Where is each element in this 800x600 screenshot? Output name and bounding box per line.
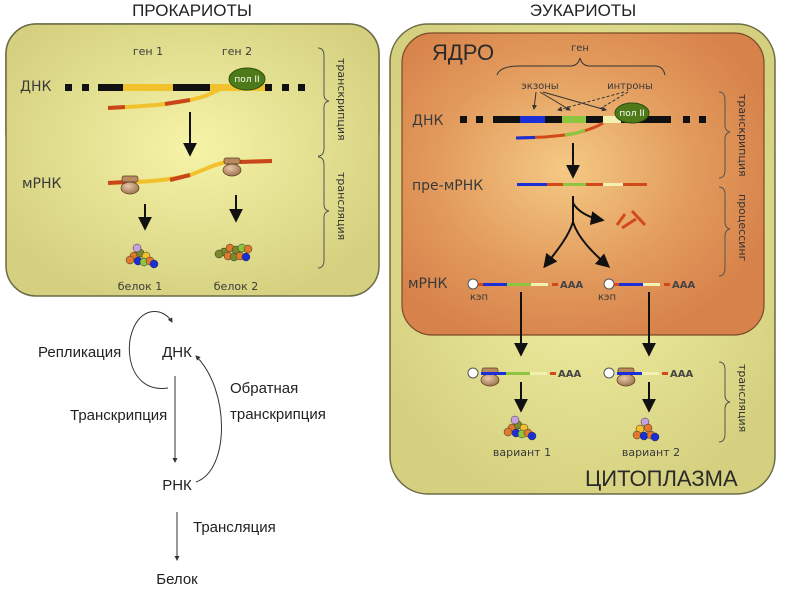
mrna-label: мРНК <box>22 176 62 192</box>
prokaryotes-title: ПРОКАРИОТЫ <box>132 1 252 20</box>
translation-brace <box>317 156 330 269</box>
euk-dna-label: ДНК <box>412 113 443 129</box>
polya-4: AAA <box>670 369 693 380</box>
translating-mrna-1: AAA <box>467 367 581 387</box>
dogma-rna: РНК <box>162 477 192 494</box>
gene-label: ген <box>571 43 589 54</box>
ribosome-icon <box>120 175 140 195</box>
pre-mrna-label: пре-мРНК <box>412 178 483 194</box>
polymerase-label: пол II <box>234 75 259 85</box>
protein-1-label: белок 1 <box>118 280 162 293</box>
exon-pointers <box>531 91 629 112</box>
euk-polymerase-label: пол II <box>619 109 644 119</box>
protein-2-label: белок 2 <box>214 280 258 293</box>
nascent-mrna <box>107 85 233 110</box>
prokaryote-cell-body <box>5 23 380 297</box>
variant-1-label: вариант 1 <box>493 446 551 459</box>
stage-processing: процессинг <box>736 194 749 262</box>
dna-label: ДНК <box>20 79 51 95</box>
dogma-reverse-line1: Обратная <box>230 380 298 397</box>
euk-transcription-brace <box>718 91 731 179</box>
euk-stage-translation: трансляция <box>736 364 749 432</box>
cap-label-1: кэп <box>470 292 488 303</box>
exons-label: экзоны <box>521 81 558 92</box>
stage-translation: трансляция <box>335 172 348 240</box>
polya-1: AAA <box>560 280 583 291</box>
translating-mrna-2: AAA <box>603 367 693 387</box>
ribosome-icon <box>222 157 242 177</box>
euk-translation-brace <box>718 361 731 443</box>
euk-polymerase-icon: пол II <box>614 102 650 124</box>
nucleus-label: ЯДРО <box>432 40 494 65</box>
introns-label: интроны <box>607 81 653 92</box>
gene-2-label: ген 2 <box>222 45 252 58</box>
transcription-brace <box>317 47 330 157</box>
prokaryote-dna-strand <box>65 84 305 91</box>
polya-2: AAA <box>672 280 695 291</box>
replication-arrow <box>128 311 173 389</box>
stage-transcription: транскрипция <box>335 58 348 141</box>
cap-label-2: кэп <box>598 292 616 303</box>
dogma-transcription: Транскрипция <box>70 407 167 424</box>
gene-1-label: ген 1 <box>133 45 163 58</box>
mrna-variant-1: AAA <box>467 278 583 291</box>
reverse-transcription-arrow <box>195 355 222 483</box>
euk-mrna-label: мРНК <box>408 276 448 292</box>
processing-brace <box>718 186 731 277</box>
polya-3: AAA <box>558 369 581 380</box>
dogma-dna: ДНК <box>162 344 192 361</box>
eukaryote-dna-strand <box>460 116 706 123</box>
polymerase-icon: пол II <box>228 67 266 91</box>
gene-brace <box>496 57 666 76</box>
dogma-translation: Трансляция <box>193 519 276 536</box>
pre-mrna-strand <box>517 183 647 186</box>
excised-introns <box>615 209 647 230</box>
dogma-reverse-line2: транскрипция <box>230 406 326 423</box>
splicing-arrows <box>543 196 611 269</box>
eukaryotes-title: ЭУКАРИОТЫ <box>530 1 636 20</box>
dogma-protein: Белок <box>156 571 198 588</box>
mrna-variant-2: AAA <box>603 278 695 291</box>
cytoplasm-label: ЦИТОПЛАЗМА <box>585 466 738 491</box>
euk-stage-transcription: транскрипция <box>736 94 749 177</box>
variant-2-label: вариант 2 <box>622 446 680 459</box>
dogma-replication: Репликация <box>38 344 121 361</box>
